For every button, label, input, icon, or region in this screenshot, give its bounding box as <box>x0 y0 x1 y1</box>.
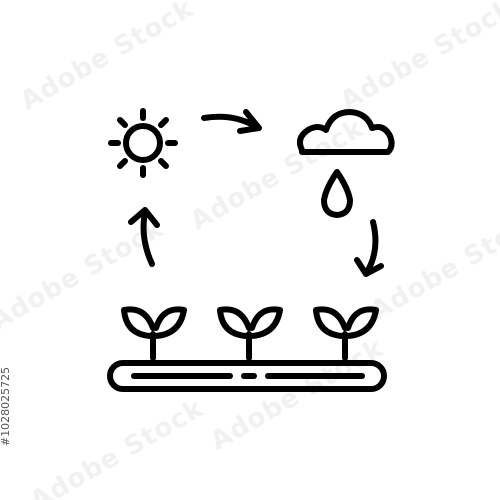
water-drop-icon <box>321 169 353 218</box>
sprout-icon <box>313 306 379 361</box>
sun-icon <box>108 108 178 178</box>
sprout-icon <box>121 306 187 361</box>
cloud-icon <box>297 109 395 155</box>
soil-bed-icon <box>107 360 387 392</box>
arrow-down-icon <box>354 219 384 277</box>
arrow-right-icon <box>201 109 262 134</box>
sprout-icon <box>217 306 283 361</box>
stock-id-label: #1028025725 <box>0 366 13 447</box>
arrow-up-icon <box>128 207 160 267</box>
